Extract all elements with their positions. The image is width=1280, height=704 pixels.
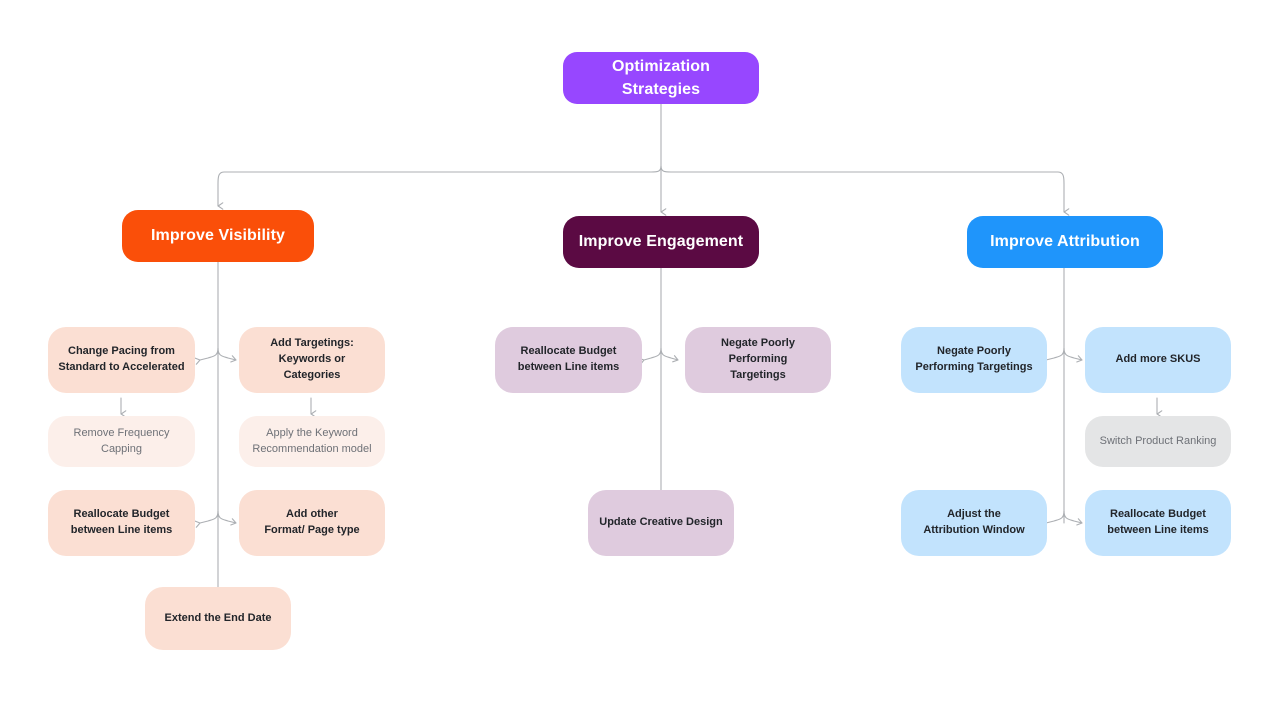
edge-attribution-row3-right — [1063, 510, 1083, 526]
node-negate-poorly-performing-targetings-engagement[interactable]: Negate Poorly Performing Targetings — [685, 327, 831, 393]
node-improve-engagement[interactable]: Improve Engagement — [563, 216, 759, 268]
edge-attribution-row3-left — [1040, 510, 1065, 528]
node-change-pacing[interactable]: Change Pacing from Standard to Accelerat… — [48, 327, 195, 393]
node-extend-the-end-date[interactable]: Extend the End Date — [145, 587, 291, 650]
node-add-more-skus[interactable]: Add more SKUS — [1085, 327, 1231, 393]
node-improve-visibility[interactable]: Improve Visibility — [122, 210, 314, 262]
edge-visibility-row1-left — [194, 347, 219, 365]
edge-attribution-row1-left — [1040, 347, 1065, 365]
node-optimization-strategies[interactable]: Optimization Strategies — [563, 52, 759, 104]
node-improve-attribution[interactable]: Improve Attribution — [967, 216, 1163, 268]
edge-attribution-row1-right — [1063, 347, 1083, 363]
node-apply-keyword-recommendation-model[interactable]: Apply the Keyword Recommendation model — [239, 416, 385, 467]
edge-engagement-row1-left — [638, 347, 662, 365]
node-add-other-format-page-type[interactable]: Add other Format/ Page type — [239, 490, 385, 556]
node-update-creative-design[interactable]: Update Creative Design — [588, 490, 734, 556]
node-reallocate-budget-engagement[interactable]: Reallocate Budget between Line items — [495, 327, 642, 393]
node-switch-product-ranking[interactable]: Switch Product Ranking — [1085, 416, 1231, 467]
edge-root-to-attribution — [660, 165, 1070, 216]
node-add-targetings[interactable]: Add Targetings: Keywords or Categories — [239, 327, 385, 393]
edge-visibility-row3-left — [194, 510, 219, 528]
node-negate-poorly-performing-targetings-attribution[interactable]: Negate Poorly Performing Targetings — [901, 327, 1047, 393]
edge-root-to-visibility — [217, 165, 662, 210]
edge-visibility-row3-right — [217, 510, 237, 526]
node-reallocate-budget-attribution[interactable]: Reallocate Budget between Line items — [1085, 490, 1231, 556]
edge-engagement-row1-right — [660, 347, 679, 363]
edge-visibility-row1-right — [217, 347, 237, 363]
node-reallocate-budget-visibility[interactable]: Reallocate Budget between Line items — [48, 490, 195, 556]
node-adjust-attribution-window[interactable]: Adjust the Attribution Window — [901, 490, 1047, 556]
node-remove-frequency-capping[interactable]: Remove Frequency Capping — [48, 416, 195, 467]
